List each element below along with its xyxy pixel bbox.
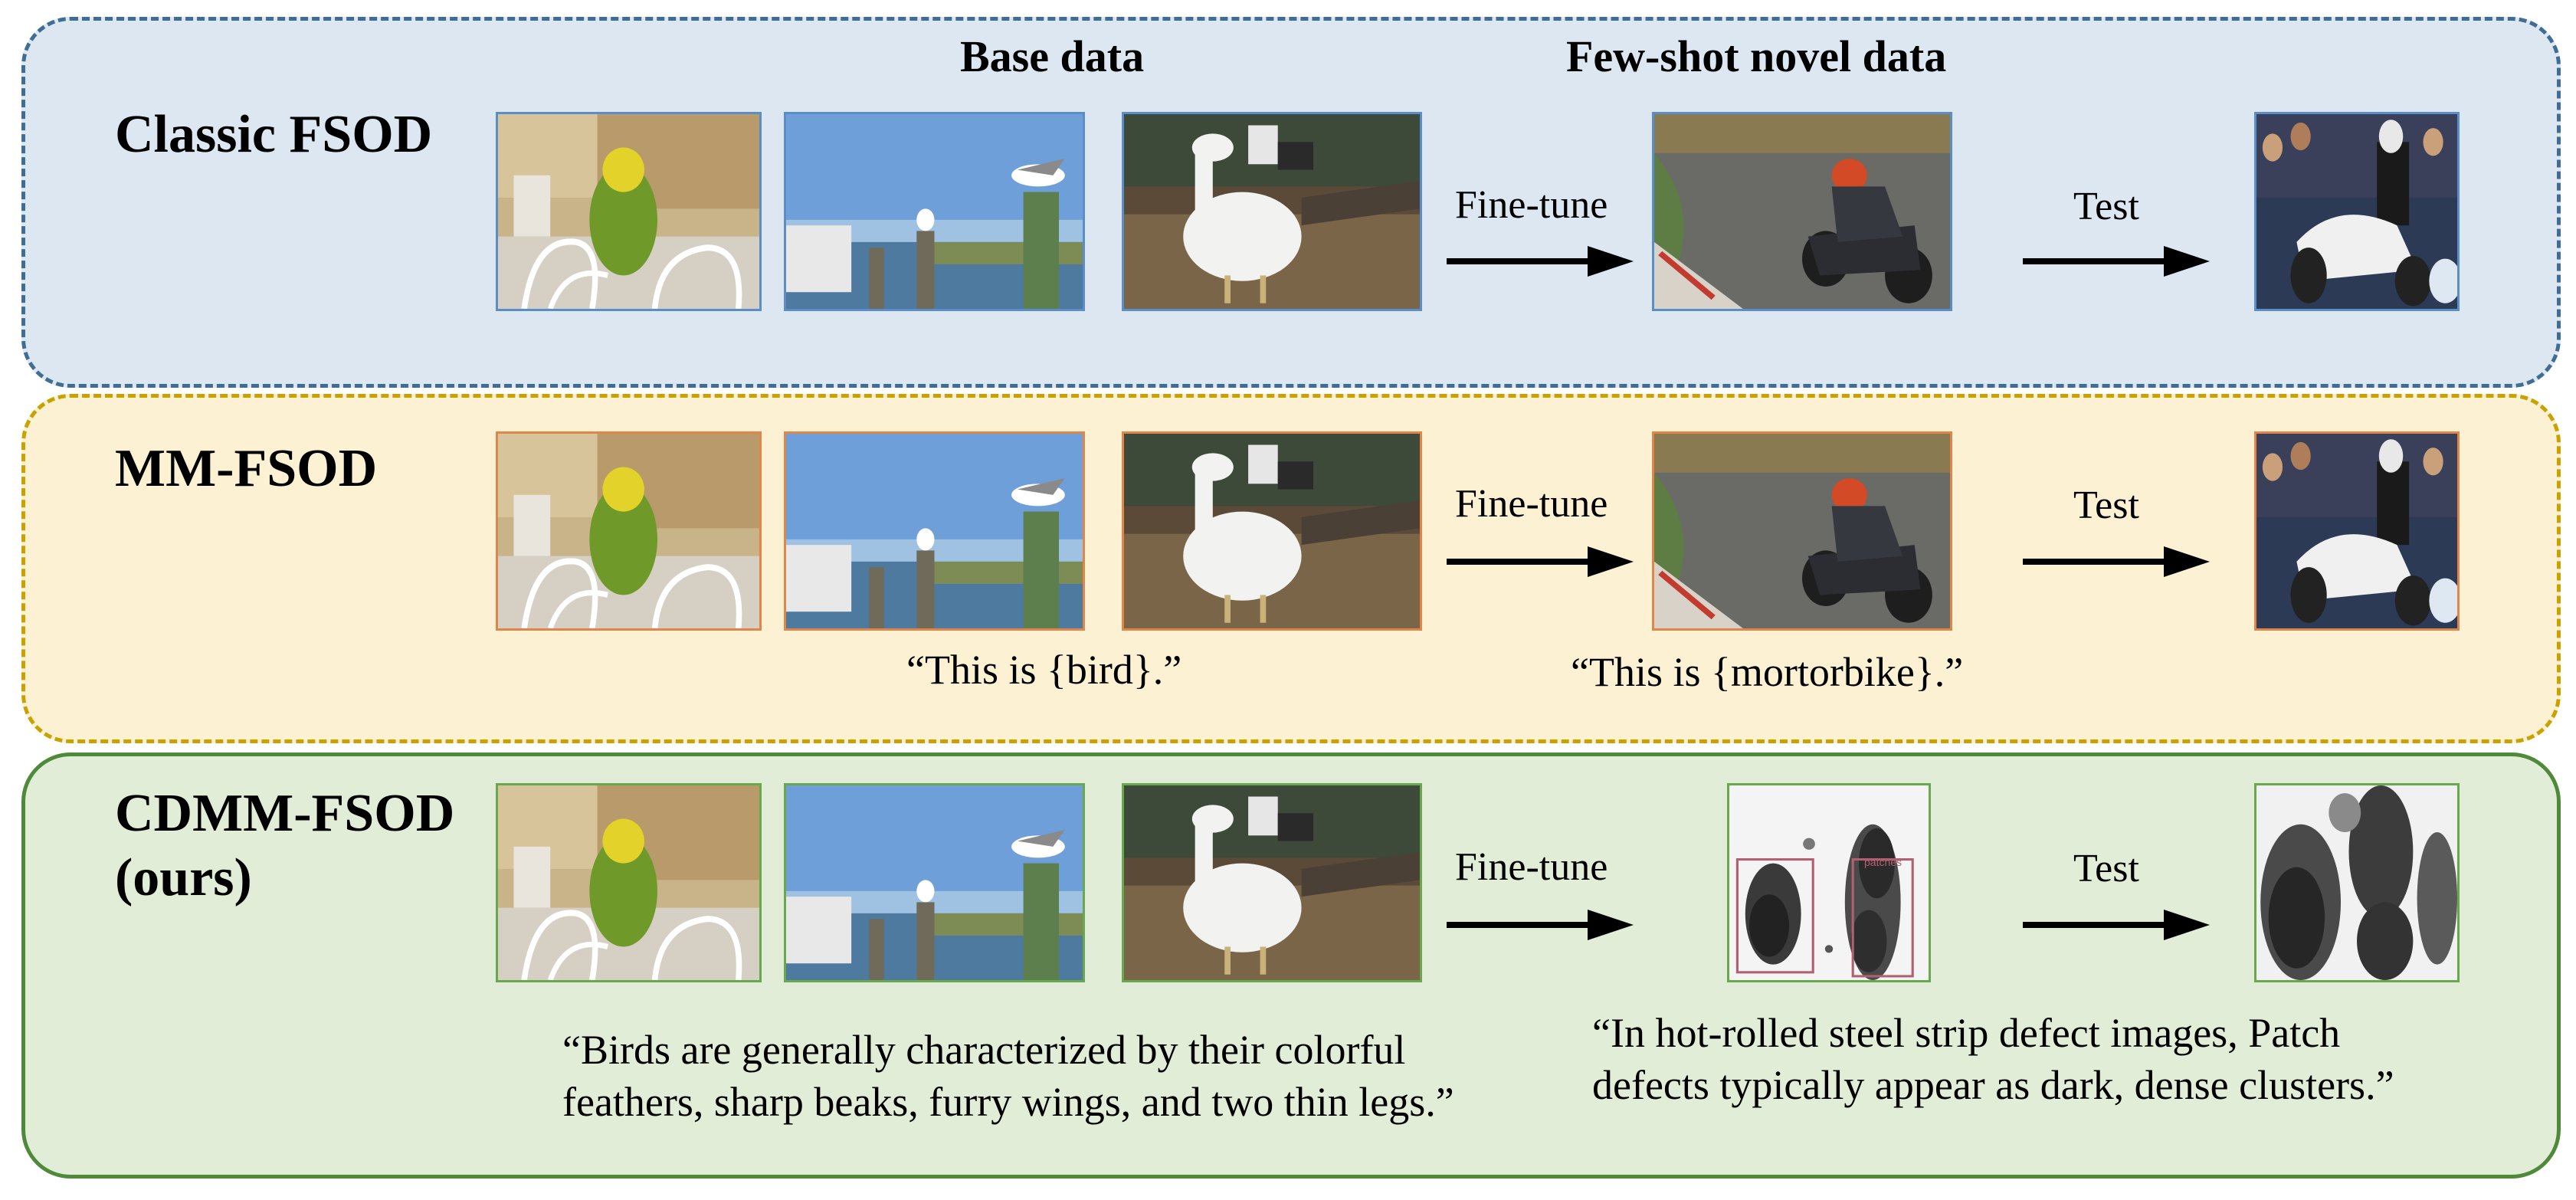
few-shot-novel-data-header: Few-shot novel data: [1566, 31, 1947, 81]
finetune-arrow-icon: [1447, 246, 1634, 277]
cdmm-base-caption-line1: “Birds are generally characterized by th…: [562, 1027, 1406, 1073]
finetune-label: Fine-tune: [1455, 482, 1608, 526]
pelican-image: [1122, 783, 1422, 982]
test-arrow-icon: [2023, 910, 2210, 940]
cdmm-novel-caption-line2: defects typically appear as dark, dense …: [1592, 1062, 2394, 1108]
police-motorbike-image: [2254, 112, 2460, 311]
cdmm-novel-caption: “In hot-rolled steel strip defect images…: [1592, 1007, 2394, 1111]
pelican-image: [1122, 431, 1422, 631]
seagull-image: [784, 783, 1085, 982]
patch-defect-image: patches: [1727, 783, 1931, 982]
police-motorbike-image: [2254, 431, 2460, 631]
test-label: Test: [2073, 185, 2139, 228]
cdmm-base-caption-line2: feathers, sharp beaks, furry wings, and …: [562, 1079, 1454, 1125]
seagull-image: [784, 431, 1085, 631]
seagull-image: [784, 112, 1085, 311]
defect-box-label: patches: [1864, 856, 1903, 868]
motorbike-image: [1652, 112, 1952, 311]
test-arrow-icon: [2023, 246, 2210, 277]
cdmm-fsod-label-line2: (ours): [115, 848, 252, 907]
cdmm-fsod-label-line1: CDMM-FSOD: [115, 784, 455, 843]
parrot-image: [496, 783, 762, 982]
mm-novel-caption: “This is {mortorbike}.”: [1571, 649, 1964, 695]
test-label: Test: [2073, 847, 2139, 890]
mm-fsod-label: MM-FSOD: [115, 439, 378, 498]
mm-base-caption: “This is {bird}.”: [906, 647, 1182, 693]
parrot-image: [496, 112, 762, 311]
finetune-arrow-icon: [1447, 910, 1634, 940]
base-data-header: Base data: [960, 31, 1145, 81]
finetune-arrow-icon: [1447, 546, 1634, 577]
finetune-label: Fine-tune: [1455, 845, 1608, 889]
pelican-image: [1122, 112, 1422, 311]
cdmm-novel-caption-line1: “In hot-rolled steel strip defect images…: [1592, 1010, 2341, 1056]
finetune-label: Fine-tune: [1455, 183, 1608, 227]
defect-test-image: [2254, 783, 2460, 982]
motorbike-image: [1652, 431, 1952, 631]
cdmm-fsod-label: CDMM-FSOD (ours): [115, 782, 454, 910]
test-arrow-icon: [2023, 546, 2210, 577]
parrot-image: [496, 431, 762, 631]
cdmm-base-caption: “Birds are generally characterized by th…: [562, 1024, 1454, 1128]
test-label: Test: [2073, 484, 2139, 527]
classic-fsod-label: Classic FSOD: [115, 105, 433, 164]
